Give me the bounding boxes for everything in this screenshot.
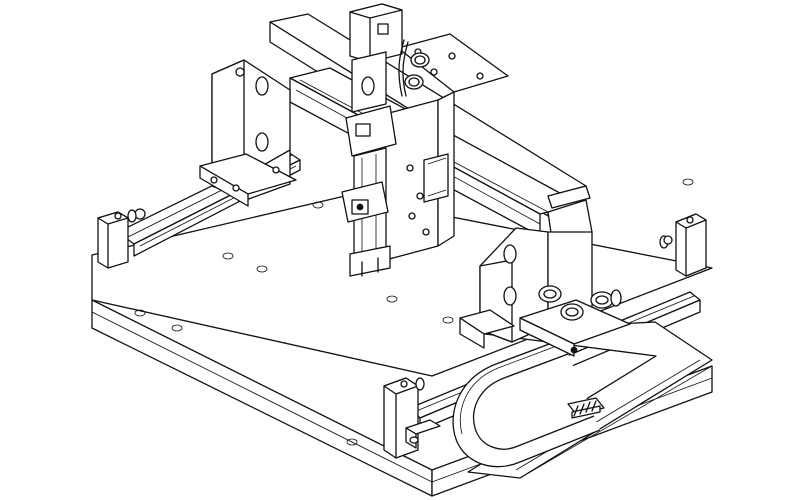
base-holes: [134, 178, 694, 446]
y-carriage-connectors: [519, 285, 631, 357]
cable-carrier: [452, 321, 713, 479]
z-axis-carriage: [377, 33, 509, 263]
connector-pair: [538, 285, 622, 321]
motor-cable-connectors: [398, 39, 430, 97]
spindle-motor: [341, 3, 403, 277]
chain-links: [567, 397, 605, 419]
left-upright: [199, 59, 297, 207]
